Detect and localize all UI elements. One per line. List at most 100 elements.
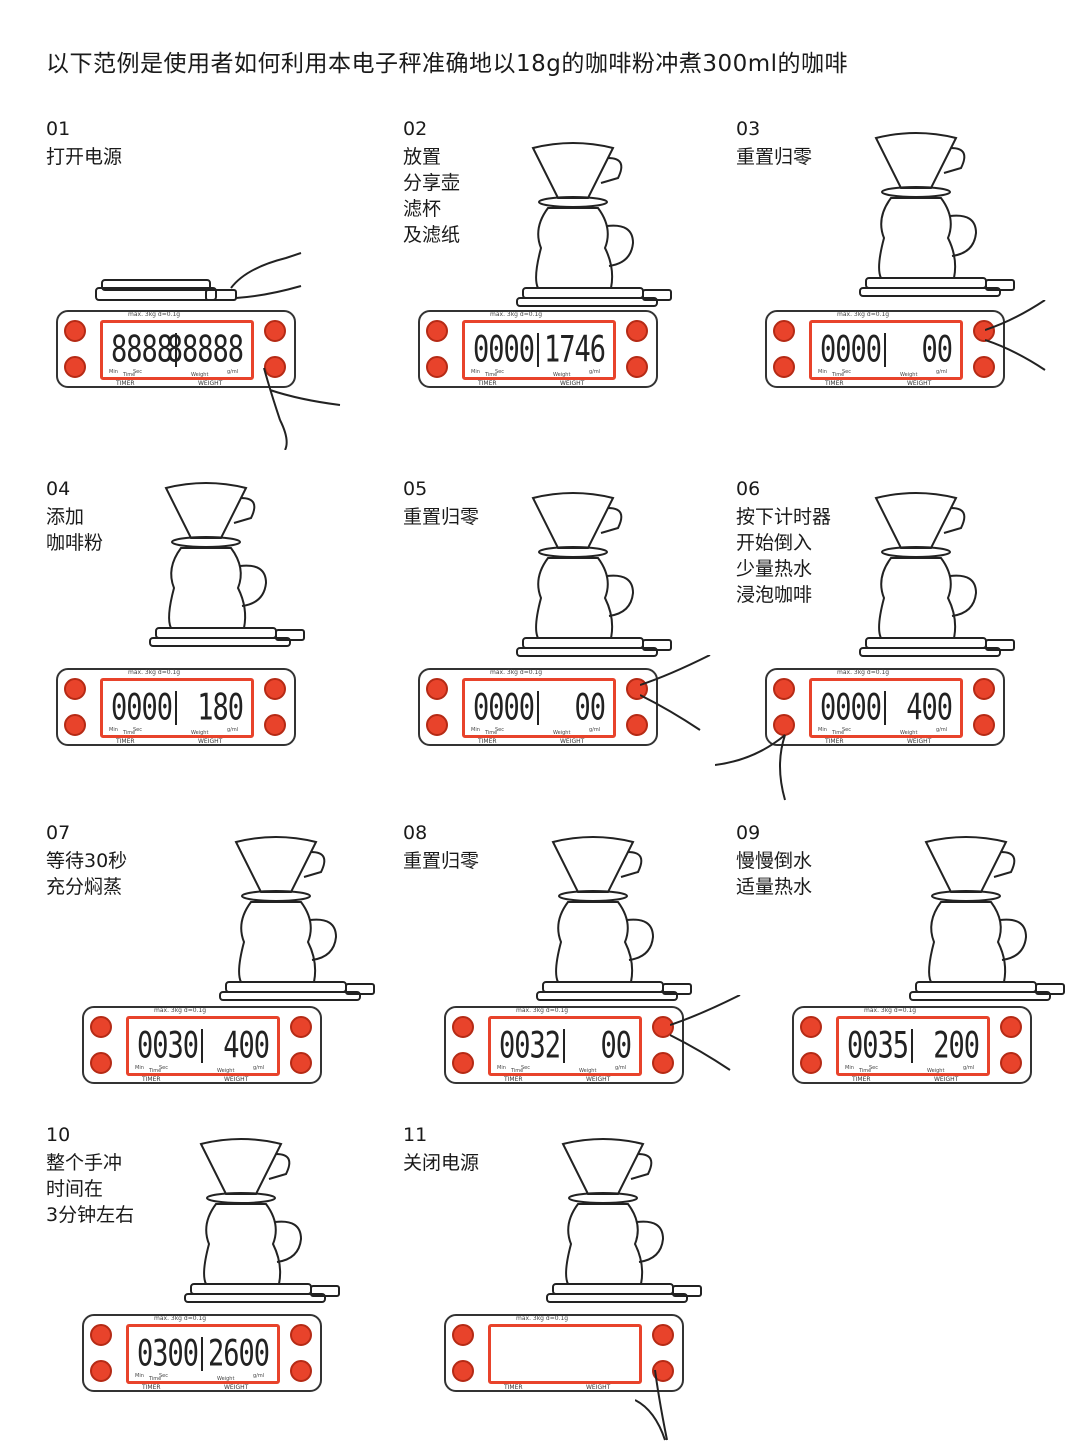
timer-reset-button[interactable] xyxy=(773,356,795,378)
timer-label: TIMER xyxy=(478,380,497,387)
power-button[interactable] xyxy=(652,1052,674,1074)
tare-button[interactable] xyxy=(290,1324,312,1346)
timer-reset-button[interactable] xyxy=(90,1052,112,1074)
step-instruction: 关闭电源 xyxy=(403,1152,480,1174)
power-button[interactable] xyxy=(626,356,648,378)
power-button[interactable] xyxy=(973,356,995,378)
timer-start-button[interactable] xyxy=(90,1016,112,1038)
timer-readout: 0000 xyxy=(111,687,173,729)
lcd-min-label: Min xyxy=(471,727,480,733)
timer-readout: 0030 xyxy=(137,1025,199,1067)
weight-readout: 88888 xyxy=(166,329,244,371)
timer-start-button[interactable] xyxy=(64,678,86,700)
lcd-min-label: Min xyxy=(818,727,827,733)
lcd-time-label: Time xyxy=(832,372,845,378)
lcd-sec-label: Sec xyxy=(521,1065,530,1071)
lcd-weight-label: Weight xyxy=(900,730,918,736)
lcd-sec-label: Sec xyxy=(159,1373,168,1379)
dripper-kettle-illustration xyxy=(859,492,1015,657)
tare-button[interactable] xyxy=(973,678,995,700)
step-number: 11 xyxy=(403,1124,428,1146)
scale-capacity-label: max. 3kg d=0.1g xyxy=(128,669,181,676)
scale-side-illustration xyxy=(95,252,302,301)
tare-button[interactable] xyxy=(290,1016,312,1038)
timer-reset-button[interactable] xyxy=(800,1052,822,1074)
step-instruction: 重置归零 xyxy=(403,850,480,872)
timer-reset-button[interactable] xyxy=(90,1360,112,1382)
lcd-min-label: Min xyxy=(135,1373,144,1379)
dripper-kettle-illustration xyxy=(546,1138,702,1303)
timer-label: TIMER xyxy=(116,738,135,745)
scale-capacity-label: max. 3kg d=0.1g xyxy=(490,669,543,676)
lcd-sec-label: Sec xyxy=(869,1065,878,1071)
tare-button[interactable] xyxy=(626,320,648,342)
timer-start-button[interactable] xyxy=(452,1016,474,1038)
timer-start-button[interactable] xyxy=(426,678,448,700)
tare-button[interactable] xyxy=(264,678,286,700)
timer-start-button[interactable] xyxy=(773,320,795,342)
tare-button[interactable] xyxy=(1000,1016,1022,1038)
lcd-time-label: Time xyxy=(149,1068,162,1074)
timer-reset-button[interactable] xyxy=(426,356,448,378)
power-button[interactable] xyxy=(626,714,648,736)
timer-reset-button[interactable] xyxy=(452,1360,474,1382)
step-number: 04 xyxy=(46,478,71,500)
power-button[interactable] xyxy=(1000,1052,1022,1074)
power-button[interactable] xyxy=(264,714,286,736)
lcd-time-label: Time xyxy=(511,1068,524,1074)
power-button[interactable] xyxy=(264,356,286,378)
step-number: 01 xyxy=(46,118,71,140)
tare-button[interactable] xyxy=(973,320,995,342)
lcd-min-label: Min xyxy=(818,369,827,375)
lcd-sec-label: Sec xyxy=(133,727,142,733)
power-button[interactable] xyxy=(290,1360,312,1382)
lcd-weight-label: Weight xyxy=(553,730,571,736)
tare-button[interactable] xyxy=(652,1016,674,1038)
timer-readout: 0000 xyxy=(820,687,882,729)
step-number: 06 xyxy=(736,478,761,500)
timer-readout: 0035 xyxy=(847,1025,909,1067)
pressing-hand-icon xyxy=(635,1369,668,1441)
weight-readout: 00 xyxy=(574,687,606,729)
pressing-hand-icon xyxy=(670,995,741,1071)
lcd-unit-label: g/ml xyxy=(253,1065,265,1071)
timer-start-button[interactable] xyxy=(773,678,795,700)
lcd-separator xyxy=(563,1029,565,1063)
scale-capacity-label: max. 3kg d=0.1g xyxy=(154,1315,207,1322)
lcd-separator xyxy=(175,333,177,367)
timer-label: TIMER xyxy=(116,380,135,387)
weight-label: WEIGHT xyxy=(198,380,223,387)
step-instruction: 整个手冲 时间在 3分钟左右 xyxy=(46,1152,135,1226)
timer-reset-button[interactable] xyxy=(426,714,448,736)
tare-button[interactable] xyxy=(264,320,286,342)
timer-start-button[interactable] xyxy=(64,320,86,342)
timer-start-button[interactable] xyxy=(90,1324,112,1346)
step-11: 11 关闭电源 xyxy=(403,1124,733,1454)
power-button[interactable] xyxy=(290,1052,312,1074)
lcd-time-label: Time xyxy=(832,730,845,736)
lcd-min-label: Min xyxy=(471,369,480,375)
timer-start-button[interactable] xyxy=(452,1324,474,1346)
weight-readout: 400 xyxy=(223,1025,270,1067)
timer-reset-button[interactable] xyxy=(64,714,86,736)
lcd-sec-label: Sec xyxy=(133,369,142,375)
lcd-time-label: Time xyxy=(485,372,498,378)
timer-start-button[interactable] xyxy=(800,1016,822,1038)
weight-label: WEIGHT xyxy=(224,1076,249,1083)
timer-start-button[interactable] xyxy=(426,320,448,342)
tare-button[interactable] xyxy=(652,1324,674,1346)
power-button[interactable] xyxy=(652,1360,674,1382)
power-button[interactable] xyxy=(973,714,995,736)
lcd-weight-label: Weight xyxy=(579,1068,597,1074)
step-number: 02 xyxy=(403,118,428,140)
timer-reset-button[interactable] xyxy=(64,356,86,378)
timer-reset-button[interactable] xyxy=(452,1052,474,1074)
